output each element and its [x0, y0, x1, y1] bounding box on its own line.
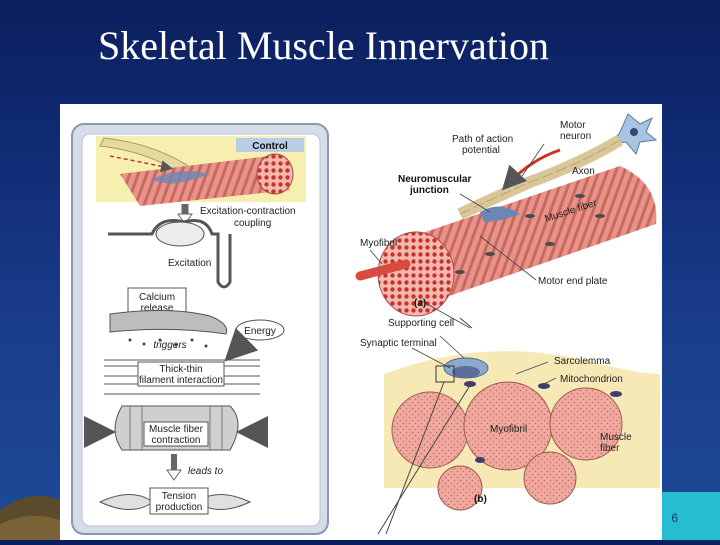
svg-text:release: release: [141, 303, 174, 314]
svg-text:Path of action: Path of action: [452, 134, 513, 145]
path-action-label-1: Path of action: [452, 134, 513, 145]
svg-text:junction: junction: [409, 185, 449, 196]
svg-text:Motor end plate: Motor end plate: [538, 276, 608, 287]
calcium-label-2: release: [141, 303, 174, 314]
svg-text:potential: potential: [462, 145, 500, 156]
tension-label-2: production: [156, 502, 203, 513]
svg-text:coupling: coupling: [234, 218, 271, 229]
svg-text:Neuromuscular: Neuromuscular: [398, 174, 471, 185]
motor-neuron-label-2: neuron: [560, 131, 591, 142]
thick-thin-label-1: Thick-thin: [159, 364, 202, 375]
figure-svg: Control Excitation-contraction coupling …: [71, 113, 660, 535]
tension-label-1: Tension: [162, 491, 196, 502]
svg-text:filament interaction: filament interaction: [139, 375, 223, 386]
axon-label: Axon: [572, 166, 595, 177]
leads-to-label: leads to: [188, 466, 223, 477]
calcium-label-1: Calcium: [139, 292, 175, 303]
svg-text:Tension: Tension: [162, 491, 196, 502]
svg-text:(a): (a): [414, 298, 426, 309]
svg-text:Supporting cell: Supporting cell: [388, 318, 454, 329]
supporting-cell-label: Supporting cell: [388, 318, 454, 329]
slide-title: Skeletal Muscle Innervation: [98, 23, 549, 68]
svg-text:Sarcolemma: Sarcolemma: [554, 356, 611, 367]
excitation-label: Excitation: [168, 258, 211, 269]
svg-text:fiber: fiber: [600, 443, 620, 454]
svg-text:Mitochondrion: Mitochondrion: [560, 374, 623, 385]
myofibril-b-label: Myofibril: [490, 424, 527, 435]
muscle-fiber-b-label-1: Muscle: [600, 432, 632, 443]
path-action-label-2: potential: [462, 145, 500, 156]
svg-text:Calcium: Calcium: [139, 292, 175, 303]
panel-a-label: (a): [414, 298, 426, 309]
page-number: 6: [671, 511, 678, 525]
energy-label: Energy: [244, 326, 276, 337]
svg-text:Muscle fiber: Muscle fiber: [149, 424, 204, 435]
contraction-label-2: contraction: [152, 435, 201, 446]
svg-text:Thick-thin: Thick-thin: [159, 364, 202, 375]
ec-coupling-label-2: coupling: [234, 218, 271, 229]
svg-text:Synaptic terminal: Synaptic terminal: [360, 338, 437, 349]
muscle-figure: Control Excitation-contraction coupling …: [60, 104, 662, 540]
svg-text:Axon: Axon: [572, 166, 595, 177]
motor-end-plate-label: Motor end plate: [538, 276, 608, 287]
svg-text:production: production: [156, 502, 203, 513]
panel-b-label: (b): [474, 494, 487, 505]
nmj-label-1: Neuromuscular: [398, 174, 471, 185]
myofibril-label: Myofibril: [360, 238, 397, 249]
thick-thin-label-2: filament interaction: [139, 375, 223, 386]
svg-text:Motor: Motor: [560, 120, 586, 131]
ec-coupling-label-1: Excitation-contraction: [200, 206, 296, 217]
svg-text:contraction: contraction: [152, 435, 201, 446]
svg-text:Excitation: Excitation: [168, 258, 211, 269]
svg-text:Energy: Energy: [244, 326, 276, 337]
anatomy-panel: Motor neuron Path of action potential Ax…: [355, 113, 660, 535]
svg-text:(b): (b): [474, 494, 487, 505]
mitochondrion-label: Mitochondrion: [560, 374, 623, 385]
svg-text:triggers: triggers: [153, 340, 186, 351]
svg-text:Myofibril: Myofibril: [360, 238, 397, 249]
flow-panel: Control Excitation-contraction coupling …: [71, 123, 329, 535]
synaptic-terminal-label: Synaptic terminal: [360, 338, 437, 349]
sarcolemma-label: Sarcolemma: [554, 356, 611, 367]
control-label: Control: [252, 141, 288, 152]
muscle-fiber-b-label-2: fiber: [600, 443, 620, 454]
svg-text:neuron: neuron: [560, 131, 591, 142]
triggers-label: triggers: [153, 340, 186, 351]
motor-neuron-label-1: Motor: [560, 120, 586, 131]
contraction-label-1: Muscle fiber: [149, 424, 204, 435]
svg-text:Excitation-contraction: Excitation-contraction: [200, 206, 296, 217]
svg-text:Myofibril: Myofibril: [490, 424, 527, 435]
svg-text:leads to: leads to: [188, 466, 223, 477]
svg-text:Muscle: Muscle: [600, 432, 632, 443]
nmj-label-2: junction: [409, 185, 449, 196]
